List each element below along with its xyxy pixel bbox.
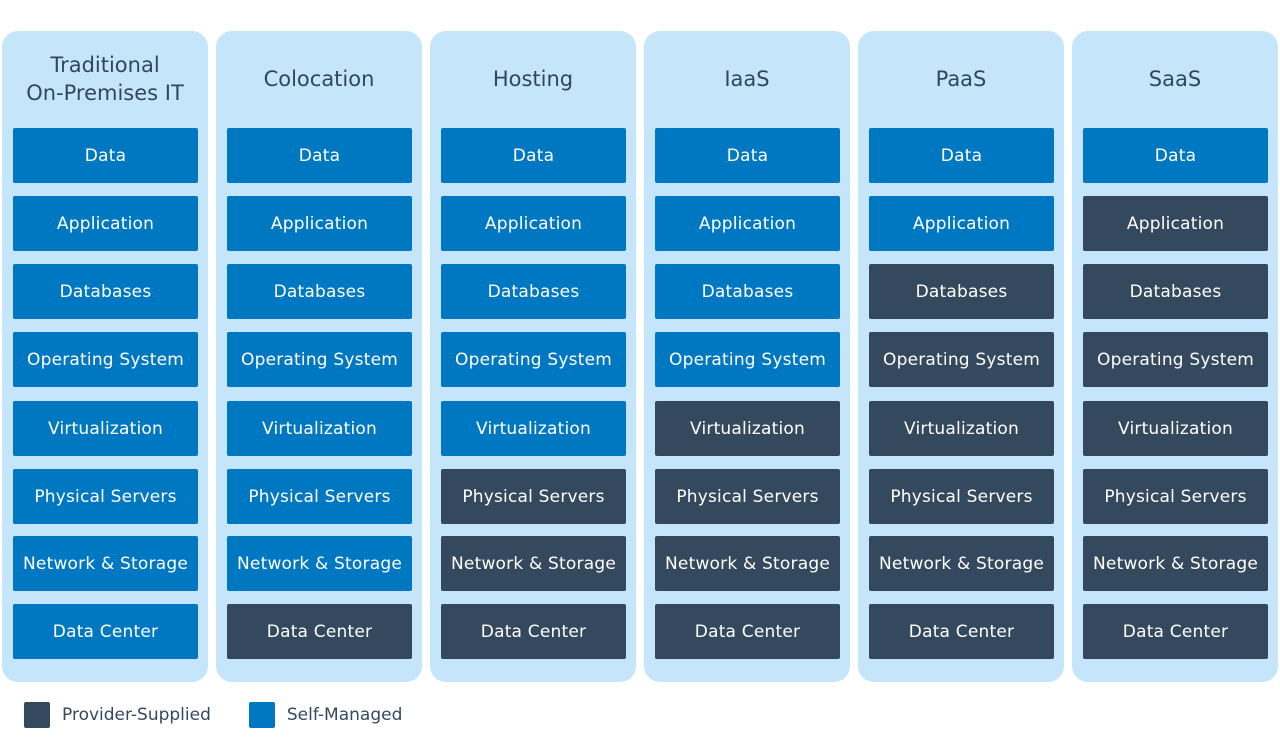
layer-databases: Databases — [441, 264, 626, 319]
layer-data-center: Data Center — [1083, 604, 1268, 659]
provider-supplied-swatch — [24, 702, 50, 728]
layer-data-center: Data Center — [655, 604, 840, 659]
layer-data: Data — [227, 128, 412, 183]
legend: Provider-Supplied Self-Managed — [24, 702, 440, 728]
layer-application: Application — [655, 196, 840, 251]
layer-data: Data — [441, 128, 626, 183]
layer-data-center: Data Center — [441, 604, 626, 659]
layer-physical-servers: Physical Servers — [1083, 469, 1268, 524]
layer-virtualization: Virtualization — [227, 401, 412, 456]
layer-databases: Databases — [13, 264, 198, 319]
layer-data: Data — [869, 128, 1054, 183]
column-title: IaaS — [724, 67, 770, 91]
layer-operating-system: Operating System — [1083, 332, 1268, 387]
layer-operating-system: Operating System — [441, 332, 626, 387]
layer-physical-servers: Physical Servers — [441, 469, 626, 524]
layer-virtualization: Virtualization — [655, 401, 840, 456]
layer-physical-servers: Physical Servers — [13, 469, 198, 524]
legend-item-self-managed: Self-Managed — [248, 702, 403, 728]
layer-network-storage: Network & Storage — [441, 536, 626, 591]
layer-application: Application — [227, 196, 412, 251]
layer-network-storage: Network & Storage — [869, 536, 1054, 591]
layer-virtualization: Virtualization — [869, 401, 1054, 456]
layer-databases: Databases — [869, 264, 1054, 319]
layer-physical-servers: Physical Servers — [227, 469, 412, 524]
layer-operating-system: Operating System — [227, 332, 412, 387]
layer-application: Application — [869, 196, 1054, 251]
layer-network-storage: Network & Storage — [13, 536, 198, 591]
layer-application: Application — [13, 196, 198, 251]
layer-databases: Databases — [655, 264, 840, 319]
layer-operating-system: Operating System — [655, 332, 840, 387]
layer-data: Data — [1083, 128, 1268, 183]
layer-data-center: Data Center — [13, 604, 198, 659]
layer-virtualization: Virtualization — [441, 401, 626, 456]
column-title: Traditional On-Premises IT — [26, 53, 184, 105]
layer-application: Application — [441, 196, 626, 251]
layer-operating-system: Operating System — [869, 332, 1054, 387]
layer-virtualization: Virtualization — [13, 401, 198, 456]
layer-data-center: Data Center — [227, 604, 412, 659]
layer-network-storage: Network & Storage — [227, 536, 412, 591]
layer-virtualization: Virtualization — [1083, 401, 1268, 456]
layer-physical-servers: Physical Servers — [655, 469, 840, 524]
self-managed-swatch — [248, 702, 275, 728]
column-title: Hosting — [492, 67, 574, 91]
layer-data-center: Data Center — [869, 604, 1054, 659]
column-title: PaaS — [935, 67, 987, 91]
legend-item-provider-supplied: Provider-Supplied — [24, 702, 211, 728]
legend-label-provider-supplied: Provider-Supplied — [62, 705, 211, 725]
layer-network-storage: Network & Storage — [1083, 536, 1268, 591]
column-title: Colocation — [263, 67, 375, 91]
column-title: SaaS — [1148, 67, 1202, 91]
layer-databases: Databases — [227, 264, 412, 319]
layer-data: Data — [655, 128, 840, 183]
layer-application: Application — [1083, 196, 1268, 251]
layer-databases: Databases — [1083, 264, 1268, 319]
layer-operating-system: Operating System — [13, 332, 198, 387]
legend-label-self-managed: Self-Managed — [286, 705, 403, 725]
layer-network-storage: Network & Storage — [655, 536, 840, 591]
layer-data: Data — [13, 128, 198, 183]
layer-physical-servers: Physical Servers — [869, 469, 1054, 524]
